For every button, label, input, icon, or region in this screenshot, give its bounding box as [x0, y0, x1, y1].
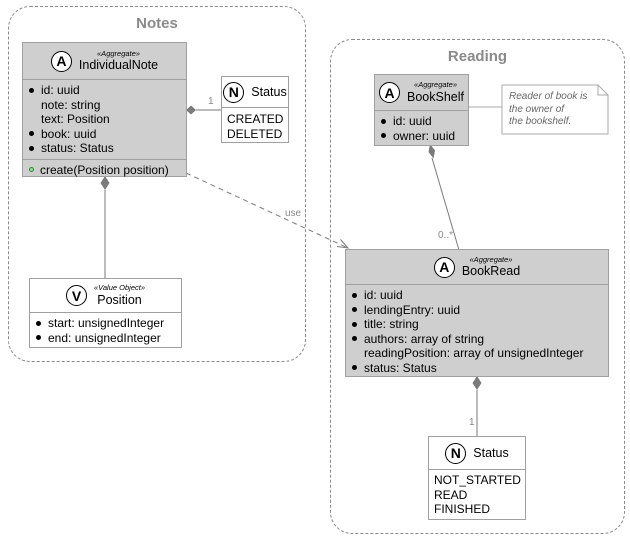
class-name: IndividualNote: [78, 58, 159, 73]
field: text: Position: [41, 112, 110, 126]
enum-header: N Status: [222, 77, 288, 108]
class-name: BookShelf: [407, 89, 464, 104]
class-name: Position: [97, 292, 142, 307]
field: status: Status: [41, 141, 114, 155]
class-header: A «Aggregate» BookShelf: [375, 75, 468, 111]
class-book-read: A «Aggregate» BookRead id: uuid lendingE…: [345, 249, 609, 377]
public-field-icon: [36, 320, 41, 326]
composition-diamond-note-position: [100, 176, 110, 190]
package-notes: Notes: [8, 6, 306, 362]
field: end: unsignedInteger: [48, 330, 161, 345]
note-line: the owner of: [509, 103, 565, 115]
multiplicity-label: 0..*: [438, 230, 454, 241]
field: readingPosition: array of unsignedIntege…: [364, 346, 584, 360]
class-name: BookRead: [461, 264, 521, 279]
enum-literals: NOT_STARTED READ FINISHED: [429, 470, 525, 520]
enum-literal: DELETED: [227, 126, 283, 141]
class-position: V «Value Object» Position start: unsigne…: [29, 278, 182, 348]
class-stereotype: «Value Object»: [93, 283, 145, 292]
public-field-icon: [352, 321, 357, 327]
annotation-note: Reader of book is the owner of the books…: [509, 91, 605, 129]
class-stereotype: «Aggregate»: [469, 254, 513, 264]
enum-name: Status: [473, 446, 509, 460]
field: title: string: [364, 317, 419, 331]
field: id: uuid: [364, 288, 403, 302]
composition-diamond-note-status: [186, 105, 196, 115]
public-field-icon: [352, 292, 357, 298]
field: lendingEntry: uuid: [364, 302, 461, 317]
note-fold-corner: [597, 85, 608, 96]
enum-spot-icon: N: [445, 442, 467, 464]
enum-literals: CREATED DELETED: [222, 108, 288, 145]
public-method-icon: [29, 167, 34, 173]
public-field-icon: [29, 87, 34, 93]
field: start: unsignedInteger: [48, 316, 165, 330]
fields-section: start: unsignedInteger end: unsignedInte…: [30, 313, 181, 348]
class-header: V «Value Object» Position: [30, 279, 181, 313]
public-field-icon: [381, 118, 386, 124]
enum-header: N Status: [429, 437, 525, 470]
aggregate-spot-icon: A: [50, 50, 72, 72]
class-individual-note: A «Aggregate» IndividualNote id: uuid no…: [22, 42, 187, 177]
composition-diamond-shelf-read: [428, 144, 435, 159]
class-stereotype: «Aggregate»: [414, 80, 457, 89]
enum-literal: FINISHED: [434, 502, 491, 516]
public-field-icon: [352, 336, 357, 342]
package-reading: Reading: [330, 39, 625, 534]
public-field-icon: [352, 365, 357, 371]
class-header: A «Aggregate» BookRead: [346, 250, 608, 285]
aggregate-spot-icon: A: [379, 82, 401, 103]
public-field-icon: [381, 133, 386, 139]
use-dependency-arrowhead: [336, 239, 350, 249]
aggregate-spot-icon: A: [433, 256, 455, 278]
class-header: A «Aggregate» IndividualNote: [23, 43, 186, 80]
note-line: Reader of book is: [509, 91, 588, 102]
field: id: uuid: [41, 83, 80, 97]
field: authors: array of string: [364, 331, 485, 346]
enum-literal: NOT_STARTED: [434, 473, 521, 487]
multiplicity-label: 1: [469, 417, 475, 428]
method: create(Position position): [40, 162, 169, 177]
enum-spot-icon: N: [223, 81, 245, 103]
methods-section: create(Position position): [23, 160, 186, 181]
package-reading-title: Reading: [447, 48, 508, 65]
field: id: uuid: [393, 114, 432, 128]
enum-reading-status: N Status NOT_STARTED READ FINISHED: [428, 436, 526, 520]
enum-literal: READ: [434, 487, 468, 502]
field: book: uuid: [41, 126, 97, 141]
class-stereotype: «Aggregate»: [97, 48, 140, 58]
field: owner: uuid: [393, 128, 456, 143]
public-field-icon: [352, 307, 357, 313]
field: status: Status: [364, 360, 437, 375]
note-body-shape: [501, 84, 609, 135]
enum-literal: CREATED: [227, 112, 284, 126]
multiplicity-label: 1: [208, 96, 214, 107]
composition-diamond-read-status: [472, 376, 482, 390]
public-field-icon: [29, 145, 34, 151]
enum-name: Status: [251, 85, 287, 99]
public-field-icon: [29, 131, 34, 137]
class-book-shelf: A «Aggregate» BookShelf id: uuid owner: …: [374, 74, 469, 146]
note-line: the bookshelf.: [509, 116, 572, 127]
use-dependency-line: [185, 172, 349, 249]
public-field-icon: [36, 335, 41, 341]
package-notes-title: Notes: [136, 15, 178, 32]
composition-line-shelf-read: [431, 157, 460, 251]
fields-section: id: uuid owner: uuid: [375, 111, 468, 146]
enum-note-status: N Status CREATED DELETED: [221, 76, 289, 143]
use-label: use: [285, 208, 302, 219]
value-object-spot-icon: V: [65, 285, 87, 306]
fields-section: id: uuid lendingEntry: uuid title: strin…: [346, 285, 608, 378]
fields-section: id: uuid note: string text: Position boo…: [23, 80, 186, 160]
field: note: string: [41, 97, 101, 112]
